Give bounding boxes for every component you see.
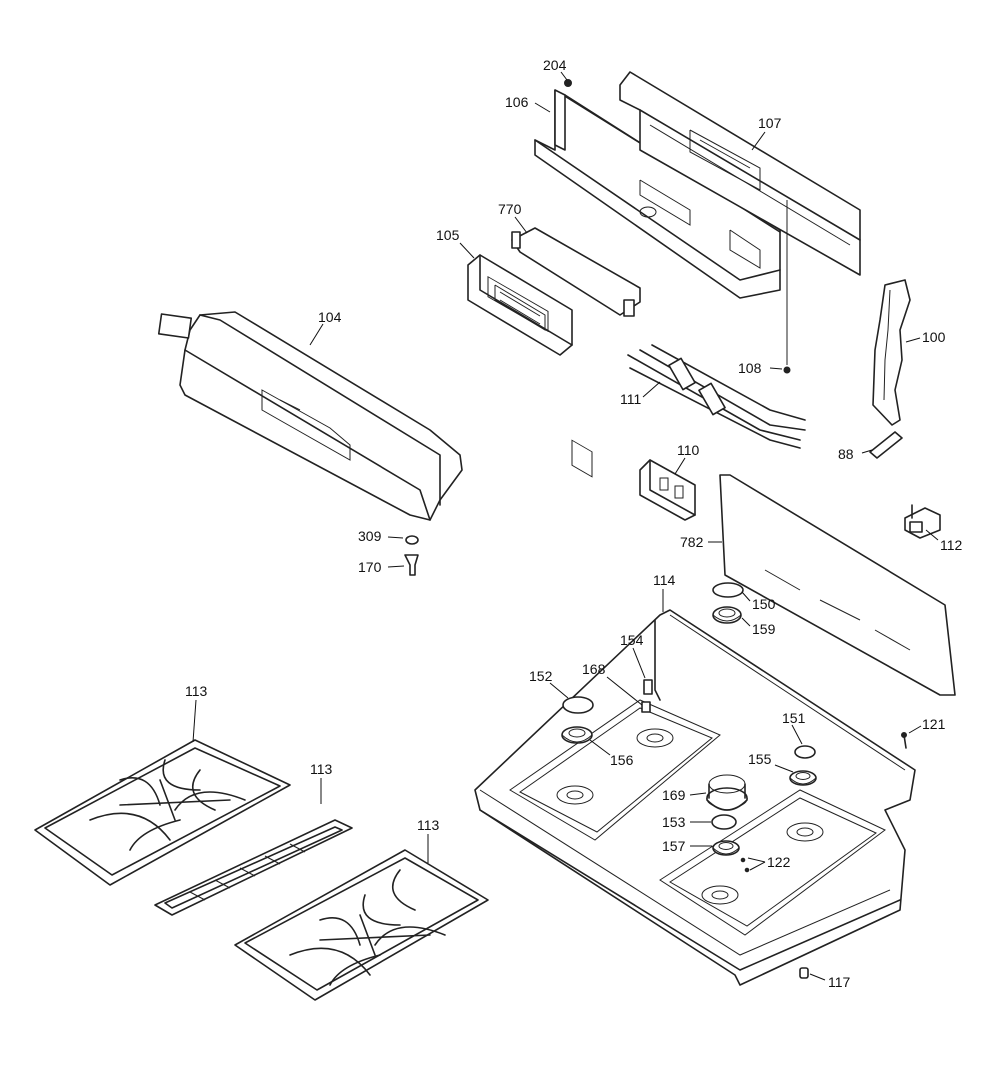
callout-113-center-grate: 113 [310, 761, 333, 777]
callout-113-left-grate: 113 [185, 683, 208, 699]
part-113-grate-left [34, 739, 291, 886]
callout-122: 122 [767, 854, 791, 870]
part-88-bracket [869, 431, 903, 459]
part-168-igniter [641, 701, 651, 713]
callout-782: 782 [680, 534, 704, 550]
callout-104: 104 [318, 309, 342, 325]
callout-114: 114 [653, 572, 676, 588]
callout-154: 154 [620, 632, 644, 648]
callout-151: 151 [782, 710, 806, 726]
callout-168: 168 [582, 661, 606, 677]
callout-152: 152 [529, 668, 553, 684]
part-105-electronic-control [467, 254, 573, 356]
part-113-grate-right [234, 849, 489, 1001]
callout-106: 106 [505, 94, 529, 110]
part-151-burner-cap [794, 745, 816, 759]
callout-113-right-grate: 113 [417, 817, 440, 833]
part-155-burner-head [789, 770, 817, 786]
part-114-cooktop [474, 609, 916, 986]
callout-159: 159 [752, 621, 776, 637]
callout-107: 107 [758, 115, 782, 131]
part-156-burner-head [561, 726, 593, 744]
part-309-washer [405, 535, 419, 545]
callout-labels: 204 106 107 770 105 104 100 108 111 88 1… [185, 57, 963, 990]
callout-770: 770 [498, 201, 522, 217]
part-112-sensor [904, 504, 941, 539]
part-121-screw [901, 732, 907, 749]
callout-111: 111 [620, 391, 641, 407]
callout-157: 157 [662, 838, 686, 854]
part-153-burner-cap [711, 814, 737, 830]
part-154-electrode [643, 679, 653, 695]
part-110-switch-block [639, 459, 696, 521]
callout-204: 204 [543, 57, 567, 73]
part-111-wire-harness [627, 344, 806, 449]
part-204-screw [564, 79, 572, 87]
part-782-backsplash [719, 474, 956, 696]
callout-105: 105 [436, 227, 460, 243]
callout-309: 309 [358, 528, 382, 544]
part-122-screws [740, 857, 750, 873]
part-157-burner-head [712, 840, 740, 856]
callout-150: 150 [752, 596, 776, 612]
callout-153: 153 [662, 814, 686, 830]
part-169-burner-head [706, 774, 748, 811]
callout-169: 169 [662, 787, 686, 803]
callout-156: 156 [610, 752, 634, 768]
callout-121: 121 [922, 716, 946, 732]
part-108-screw [783, 200, 791, 374]
callout-155: 155 [748, 751, 772, 767]
callout-112: 112 [940, 537, 963, 553]
part-159-burner-head [712, 606, 742, 624]
part-117-foot [799, 967, 809, 979]
callout-100: 100 [922, 329, 946, 345]
part-770-bracket [511, 227, 641, 317]
part-107-rear-panel [619, 71, 861, 276]
leader-lines [192, 71, 939, 981]
part-100-side-trim [872, 279, 911, 426]
part-113-grate-center [154, 819, 353, 916]
callout-88: 88 [838, 446, 854, 462]
part-104-control-panel [157, 311, 463, 521]
callout-108: 108 [738, 360, 762, 376]
callout-110: 110 [677, 442, 700, 458]
part-152-burner-cap [562, 696, 594, 714]
callout-117: 117 [828, 974, 851, 990]
callout-170: 170 [358, 559, 382, 575]
part-150-burner-cap [712, 582, 744, 598]
part-170-screw [404, 554, 419, 576]
